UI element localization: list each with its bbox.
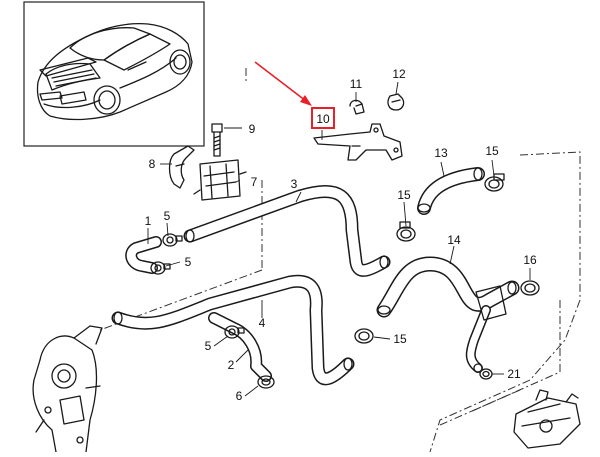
car-rear-view-icon [36,22,193,121]
holder-part-7 [193,159,247,201]
callout-3: 3 [291,177,298,191]
clamp-15-a [396,221,416,242]
callout-4: 4 [259,316,266,330]
clamp-15-c [354,328,374,344]
callout-16: 16 [523,253,537,267]
callout-6: 6 [236,389,243,403]
callout-1: 1 [145,214,152,228]
clamp-5-lower [150,261,171,275]
thermostat-unit [513,389,581,449]
callout-10: 10 [316,112,330,126]
callout-12: 12 [392,67,406,81]
clamp-5-mid [224,325,245,339]
hose-part-13 [417,167,485,215]
clamp-16 [520,280,540,296]
leader-lines [147,81,531,397]
clamp-5-upper [162,233,183,247]
callout-5-lower: 5 [185,255,192,269]
callout-5-mid: 5 [205,339,212,353]
clip-part-8 [168,145,195,189]
clamp-6 [257,375,275,389]
callout-15-upper: 15 [397,188,411,202]
bracket-part-10 [313,123,403,161]
hose-part-3 [183,185,391,277]
hose-part-14 [376,256,520,373]
callout-14: 14 [447,233,461,247]
callout-labels: 10 11 12 9 8 7 3 1 5 5 4 5 2 6 13 15 15 … [145,67,537,403]
callout-5-upper: 5 [164,209,171,223]
callout-11: 11 [350,77,363,91]
bolt-part-9 [211,123,223,157]
clamps [150,173,540,389]
callout-9: 9 [249,122,256,136]
hose-part-2 [208,312,272,382]
callout-10-highlight-box [311,107,335,129]
callout-21: 21 [507,367,521,381]
hose-ends [113,167,517,373]
clip-part-11 [349,99,365,115]
engine-boundary [99,68,581,453]
hose-part-1 [125,236,162,274]
callout-15-lower: 15 [393,332,407,346]
red-arrow-icon [254,61,312,106]
clamp-15-b [484,173,505,192]
callout-8: 8 [149,157,156,171]
coolant-pump-housing [32,325,103,453]
clamp-21 [479,368,493,380]
clip-part-12 [387,93,405,111]
callout-7: 7 [251,175,258,189]
callout-13: 13 [434,146,448,160]
vehicle-inset [23,1,205,147]
hose-part-4 [111,274,355,386]
callout-2: 2 [228,358,235,372]
callout-15-right: 15 [485,144,499,158]
